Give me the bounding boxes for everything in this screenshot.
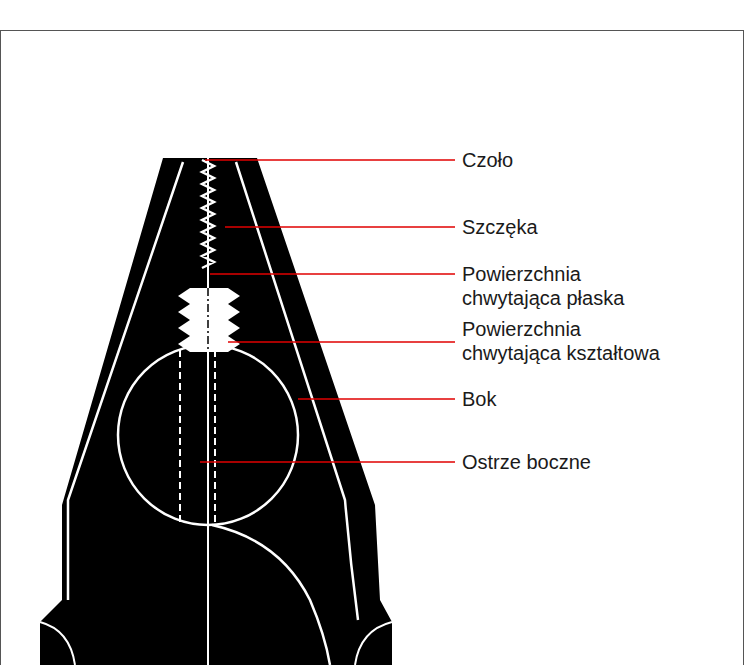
jaw-edge-line <box>236 162 358 620</box>
leader-lines <box>200 160 455 462</box>
joint-curve <box>212 525 330 665</box>
part-label: Powierzchnia chwytająca kształtowa <box>462 317 682 365</box>
part-label: Szczęka <box>462 215 538 239</box>
flat-serration <box>202 160 214 268</box>
handle-edge <box>40 622 75 665</box>
leader-line <box>225 226 455 228</box>
jaw-edge-line <box>68 162 183 600</box>
pliers-head <box>40 158 392 665</box>
part-label: Bok <box>462 387 496 411</box>
leader-line <box>298 398 455 400</box>
cutter-circle <box>118 345 298 525</box>
side-cutter-edge <box>214 350 216 522</box>
part-label: Powierzchnia chwytająca płaska <box>462 262 662 310</box>
serrations <box>178 160 240 352</box>
leader-line <box>205 159 455 161</box>
leader-line <box>200 461 455 463</box>
side-cutter-edge <box>179 350 181 522</box>
part-label: Czoło <box>462 148 513 172</box>
leader-line <box>210 273 455 275</box>
centre-line <box>207 288 209 352</box>
handle-edge <box>355 622 392 665</box>
leader-line <box>228 341 455 343</box>
frame <box>1 31 744 665</box>
part-label: Ostrze boczne <box>462 450 591 474</box>
